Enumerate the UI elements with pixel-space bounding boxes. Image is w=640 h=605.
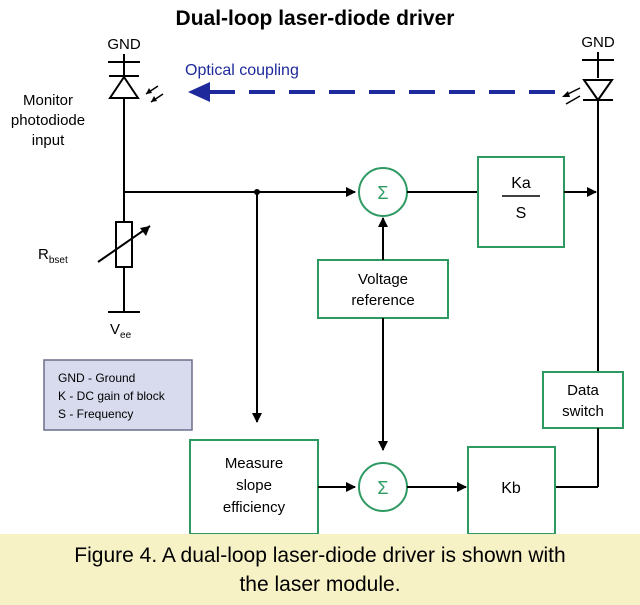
ka-numerator: Ka bbox=[511, 175, 531, 192]
monitor-photodiode-icon bbox=[108, 62, 164, 104]
legend-k: K - DC gain of block bbox=[58, 389, 166, 403]
diagram-title: Dual-loop laser-diode driver bbox=[176, 7, 455, 30]
kb-block bbox=[467, 446, 556, 534]
measure-line3: efficiency bbox=[223, 499, 286, 516]
ka-denominator: S bbox=[516, 205, 527, 222]
ka-over-s-block bbox=[477, 156, 565, 248]
data-switch-line1: Data bbox=[567, 382, 599, 399]
laser-driver-diagram: Dual-loop laser-diode driver GND Monitor… bbox=[11, 7, 624, 534]
rbset-resistor-icon bbox=[97, 221, 151, 268]
voltage-ref-line1: Voltage bbox=[358, 271, 408, 288]
caption-line-2: the laser module. bbox=[239, 573, 401, 596]
gnd-right-label: GND bbox=[581, 34, 615, 51]
sum-top-symbol: Σ bbox=[377, 183, 388, 203]
figure-caption: Figure 4. A dual-loop laser-diode driver… bbox=[10, 541, 630, 599]
rbset-label: Rbset bbox=[38, 246, 68, 266]
data-switch-line2: switch bbox=[562, 403, 604, 420]
kb-label: Kb bbox=[501, 480, 521, 497]
legend-s: S - Frequency bbox=[58, 407, 133, 421]
monitor-label-line2: photodiode bbox=[11, 112, 85, 129]
caption-line-1: Figure 4. A dual-loop laser-diode driver… bbox=[74, 544, 566, 567]
vee-label: Vee bbox=[110, 321, 132, 341]
legend-box bbox=[43, 359, 193, 431]
gnd-left-label: GND bbox=[107, 36, 141, 53]
voltage-ref-line2: reference bbox=[351, 292, 414, 309]
sum-bottom-symbol: Σ bbox=[377, 478, 388, 498]
data-switch-block bbox=[542, 371, 624, 429]
measure-line2: slope bbox=[236, 477, 272, 494]
optical-coupling-label: Optical coupling bbox=[185, 62, 299, 79]
caption-band bbox=[0, 534, 640, 605]
voltage-reference-block bbox=[317, 259, 449, 319]
monitor-label-line1: Monitor bbox=[23, 92, 73, 109]
measure-line1: Measure bbox=[225, 455, 283, 472]
laser-diode-icon bbox=[562, 60, 614, 105]
monitor-label-line3: input bbox=[32, 132, 65, 149]
legend-gnd: GND - Ground bbox=[58, 371, 135, 385]
